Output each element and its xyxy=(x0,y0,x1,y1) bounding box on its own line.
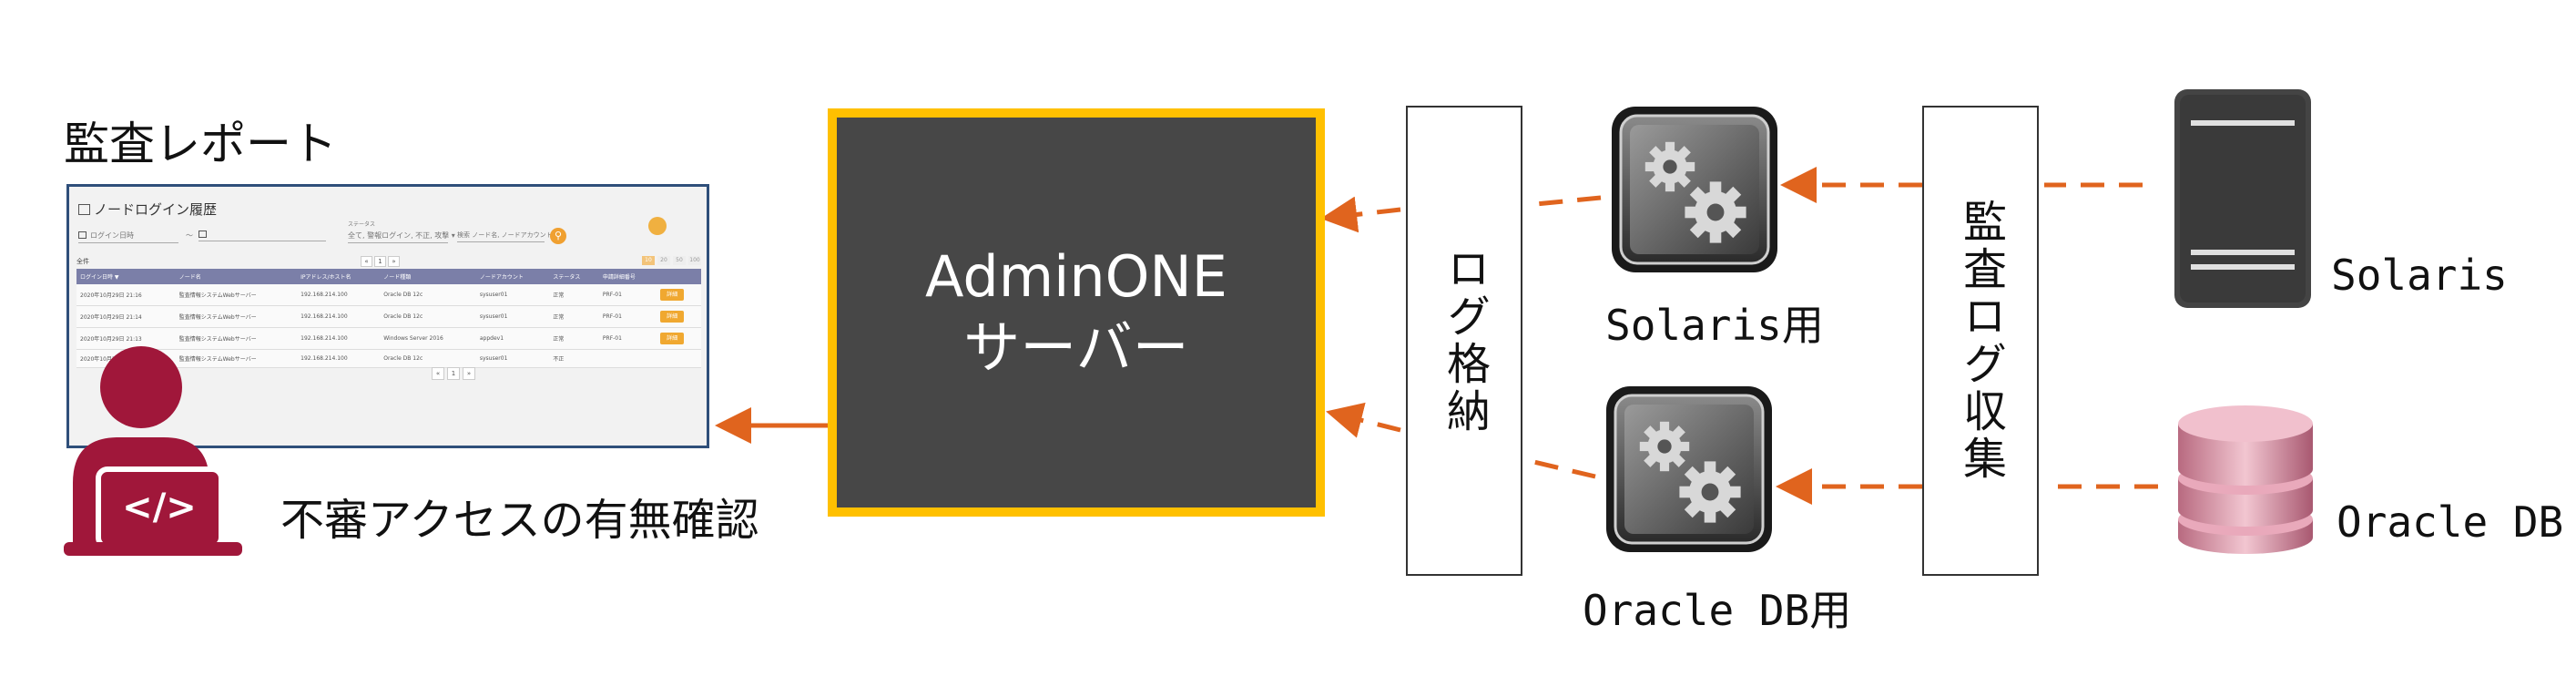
table-cell: 監査情報システムWebサーバー xyxy=(175,305,298,328)
column-header: ノードアカウント xyxy=(475,269,550,284)
calendar-icon xyxy=(78,231,87,239)
table-cell: 正常 xyxy=(549,305,599,328)
table-cell: 詳細 xyxy=(657,327,701,350)
server-name: AdminONE xyxy=(925,243,1227,310)
date-to-filter xyxy=(199,231,326,241)
table-cell: 詳細 xyxy=(657,284,701,306)
table-cell: Windows Server 2016 xyxy=(380,327,476,350)
report-title: 監査レポート xyxy=(64,118,337,170)
table-cell: 192.168.214.100 xyxy=(297,305,381,328)
arrow-store-to-server-upper xyxy=(1320,196,1401,233)
date-from-filter: ログイン日時 xyxy=(78,231,178,243)
table-cell: Oracle DB 12c xyxy=(380,349,476,368)
table-cell: 監査情報システムWebサーバー xyxy=(175,284,298,306)
column-header: 申請詳細番号 xyxy=(598,269,657,284)
table-cell: 192.168.214.100 xyxy=(297,284,381,306)
table-cell: 監査情報システムWebサーバー xyxy=(175,327,298,350)
adminone-server-box: AdminONE サーバー xyxy=(828,108,1325,517)
table-cell: appdev1 xyxy=(475,327,550,350)
table-cell: Oracle DB 12c xyxy=(380,284,476,306)
column-header: ノード名 xyxy=(175,269,298,284)
table-cell: 2020年10月29日 21:13 xyxy=(76,327,176,350)
detail-button: 詳細 xyxy=(660,289,685,301)
gear-app-icon xyxy=(1612,107,1777,272)
table-cell: PRF-01 xyxy=(598,327,657,350)
oracle-agent-label: Oracle DB用 xyxy=(1583,586,1852,635)
solaris-agent-label: Solaris用 xyxy=(1605,301,1824,350)
log-store-box: ログ格納 xyxy=(1406,106,1522,576)
log-collect-box: 監査ログ収集 xyxy=(1922,106,2039,576)
table-cell xyxy=(657,349,701,368)
action-button-icon xyxy=(648,217,667,235)
detail-button: 詳細 xyxy=(660,311,685,323)
detail-button: 詳細 xyxy=(660,333,685,344)
developer-user-icon: </> xyxy=(64,346,242,556)
status-filter-label: ステータス xyxy=(348,221,376,228)
table-cell: 不正 xyxy=(549,349,599,368)
status-filter: 全て, 警報ログイン, 不正, 攻撃 ▾ xyxy=(348,231,455,243)
arrow-solaris-agent-to-store xyxy=(1525,195,1602,208)
table-cell: 監査情報システムWebサーバー xyxy=(175,349,298,368)
table-cell: sysuser01 xyxy=(475,305,550,328)
arrow-oracle-agent-to-store xyxy=(1525,457,1596,479)
table-cell: 詳細 xyxy=(657,305,701,328)
suspicious-access-check-label: 不審アクセスの有無確認 xyxy=(280,495,759,546)
arrow-store-to-server-lower xyxy=(1326,402,1401,438)
table-header-row: ログイン日時 ▼ ノード名 IPアドレス/ホスト名 ノード種類 ノードアカウント… xyxy=(76,269,701,284)
table-cell: 2020年10月29日 21:16 xyxy=(76,284,176,306)
table-cell: 2020年10月29日 21:14 xyxy=(76,305,176,328)
table-row: 2020年10月29日 21:16 監査情報システムWebサーバー 192.16… xyxy=(76,284,701,306)
column-header: ノード種類 xyxy=(380,269,476,284)
table-cell: sysuser01 xyxy=(475,284,550,306)
table-cell: Oracle DB 12c xyxy=(380,305,476,328)
search-filter: 検索 ノード名, ノードアカウント xyxy=(457,231,553,242)
table-cell: sysuser01 xyxy=(475,349,550,368)
table-row: 2020年10月29日 21:14 監査情報システムWebサーバー 192.16… xyxy=(76,305,701,328)
pager-top: «1» xyxy=(361,256,402,267)
log-store-label: ログ格納 xyxy=(1439,246,1490,436)
column-header xyxy=(657,269,701,284)
table-cell: PRF-01 xyxy=(598,305,657,328)
search-icon: ⚲ xyxy=(550,228,566,244)
table-cell: PRF-01 xyxy=(598,284,657,306)
gear-app-icon xyxy=(1606,386,1772,552)
table-cell xyxy=(598,349,657,368)
table-cell: 192.168.214.100 xyxy=(297,327,381,350)
column-header: ログイン日時 ▼ xyxy=(76,269,176,284)
oracle-db-label: Oracle DB xyxy=(2337,497,2564,547)
column-header: IPアドレス/ホスト名 xyxy=(297,269,381,284)
result-count: 全件 xyxy=(76,258,89,265)
server-tower-icon xyxy=(2174,89,2311,308)
server-label: サーバー xyxy=(963,314,1189,381)
calendar-icon xyxy=(78,204,90,215)
table-row: 2020年10月29日 21:13 監査情報システムWebサーバー 192.16… xyxy=(76,327,701,350)
code-glyph: </> xyxy=(122,487,197,528)
calendar-icon xyxy=(199,231,207,238)
log-collect-label: 監査ログ収集 xyxy=(1955,199,2006,483)
report-screenshot-title: ノードログイン履歴 xyxy=(78,200,217,219)
table-cell: 正常 xyxy=(549,284,599,306)
table-cell: 正常 xyxy=(549,327,599,350)
table-cell: 192.168.214.100 xyxy=(297,349,381,368)
database-icon xyxy=(2178,405,2313,554)
solaris-label: Solaris xyxy=(2331,251,2508,300)
date-range-separator: 〜 xyxy=(186,231,193,240)
pager-bottom: «1» xyxy=(432,367,478,380)
column-header: ステータス xyxy=(549,269,599,284)
